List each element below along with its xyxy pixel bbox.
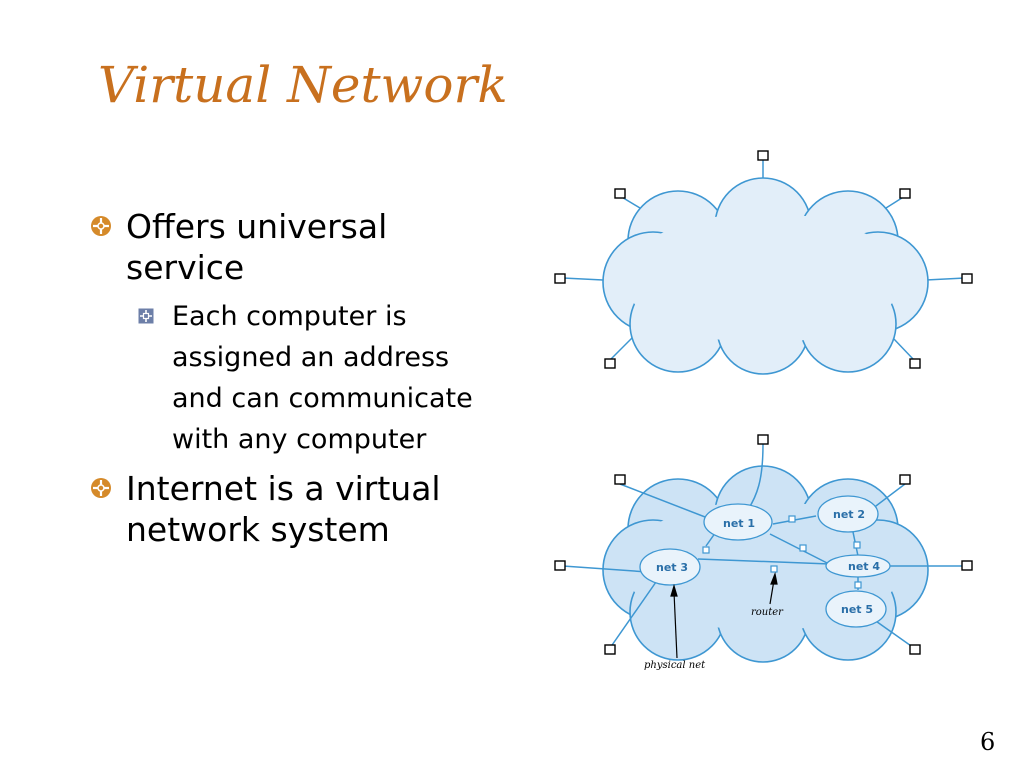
net-label: net 5	[841, 603, 873, 616]
net-label: net 1	[723, 517, 755, 530]
slide-title: Virtual Network	[98, 56, 508, 114]
physical-net-label: physical net	[644, 660, 706, 671]
page-number: 6	[980, 728, 996, 752]
net-label: net 2	[833, 508, 865, 521]
bullet-item: Internet is a virtual network system	[88, 468, 508, 550]
bullet-text: Offers universal service	[126, 207, 388, 287]
blue-square-bullet-icon	[138, 308, 154, 324]
orange-circle-bullet-icon	[91, 478, 111, 498]
network-diagram: net 1 net 2 net 3 net 4 net 5 router phy…	[554, 150, 973, 671]
net-label: net 4	[848, 560, 880, 573]
router-label: router	[751, 607, 784, 618]
sub-bullet-item: Each computer is assigned an address and…	[88, 296, 508, 460]
orange-circle-bullet-icon	[91, 216, 111, 236]
internet-cloud: net 1 net 2 net 3 net 4 net 5 router phy…	[554, 434, 973, 671]
sub-bullet-text: Each computer is assigned an address and…	[172, 301, 473, 455]
virtual-network-cloud	[554, 150, 973, 375]
bullet-text: Internet is a virtual network system	[126, 469, 441, 549]
bullet-list: Offers universal service Each computer i…	[88, 206, 508, 558]
bullet-item: Offers universal service	[88, 206, 508, 288]
net-label: net 3	[656, 561, 688, 574]
